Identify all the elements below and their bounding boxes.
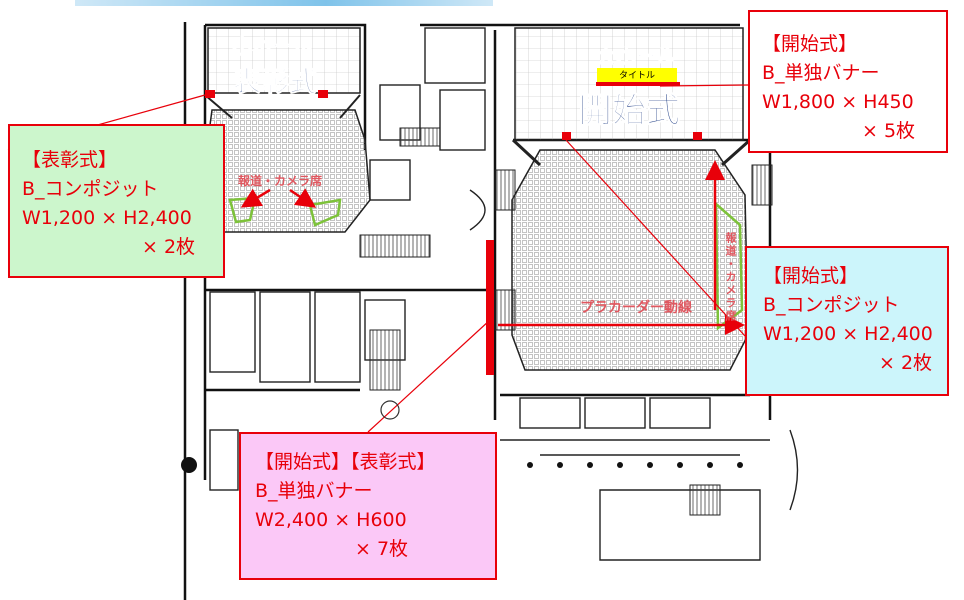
callout-type: B_コンポジット (22, 178, 159, 200)
callout-event: 【開始式】 (762, 33, 858, 55)
composite-outline-right (714, 201, 744, 331)
callout-opening-banner-large: 【開始式】 B_単独バナー W1,800 × H450 × 5枚 (748, 10, 948, 153)
callout-event: 【表彰式】 (22, 149, 118, 171)
callout-hyosho-composite: 【表彰式】 B_コンポジット W1,200 × H2,400 × 2枚 (8, 124, 225, 278)
large-hall-seating (511, 149, 749, 371)
small-hall-seating (205, 109, 371, 233)
leader-line-banner-large (659, 84, 749, 87)
title-tag: タイトル (597, 68, 677, 82)
marker-large-hall-left (562, 132, 571, 140)
callout-qty: × 7枚 (355, 538, 409, 560)
callout-qty: × 5枚 (862, 120, 916, 142)
callout-size: W1,200 × H2,400 (763, 323, 933, 345)
large-hall-name: 大ホール (596, 44, 677, 69)
callout-size: W2,400 × H600 (255, 509, 407, 531)
small-hall-name: 小ホール (232, 34, 313, 59)
leader-line-banner-small (367, 319, 491, 433)
leader-line-composite-right (565, 139, 746, 337)
marker-small-hall-left (205, 90, 215, 98)
callout-qty: × 2枚 (879, 352, 933, 374)
placard-route-label: プラカーダー動線 (580, 300, 692, 316)
marker-small-hall-right (318, 90, 328, 98)
callout-both-banner-small: 【開始式】【表彰式】 B_単独バナー W2,400 × H600 × 7枚 (239, 432, 497, 580)
camera-area-label-right: 報道・カメラ席 (724, 232, 737, 323)
composite-outline-left-2 (308, 198, 342, 227)
callout-qty: × 2枚 (142, 236, 196, 258)
large-hall-event: 開始式 (578, 91, 681, 132)
callout-event: 【開始式】【表彰式】 (255, 451, 436, 473)
marker-large-hall-right (693, 132, 702, 140)
callout-type: B_単独バナー (255, 480, 373, 502)
small-hall-stage (207, 27, 361, 94)
callout-opening-composite: 【開始式】 B_コンポジット W1,200 × H2,400 × 2枚 (745, 246, 949, 396)
callout-type: B_単独バナー (762, 62, 880, 84)
small-hall-event: 表彰式 (232, 65, 318, 99)
callout-size: W1,800 × H450 (762, 91, 914, 113)
callout-event: 【開始式】 (763, 265, 859, 287)
callout-type: B_コンポジット (763, 294, 900, 316)
header-gradient-strip (75, 0, 493, 6)
title-banner-marker (596, 82, 680, 86)
camera-area-label: 報道・カメラ席 (238, 174, 323, 188)
callout-size: W1,200 × H2,400 (22, 207, 192, 229)
banner-row-marker (486, 240, 494, 375)
